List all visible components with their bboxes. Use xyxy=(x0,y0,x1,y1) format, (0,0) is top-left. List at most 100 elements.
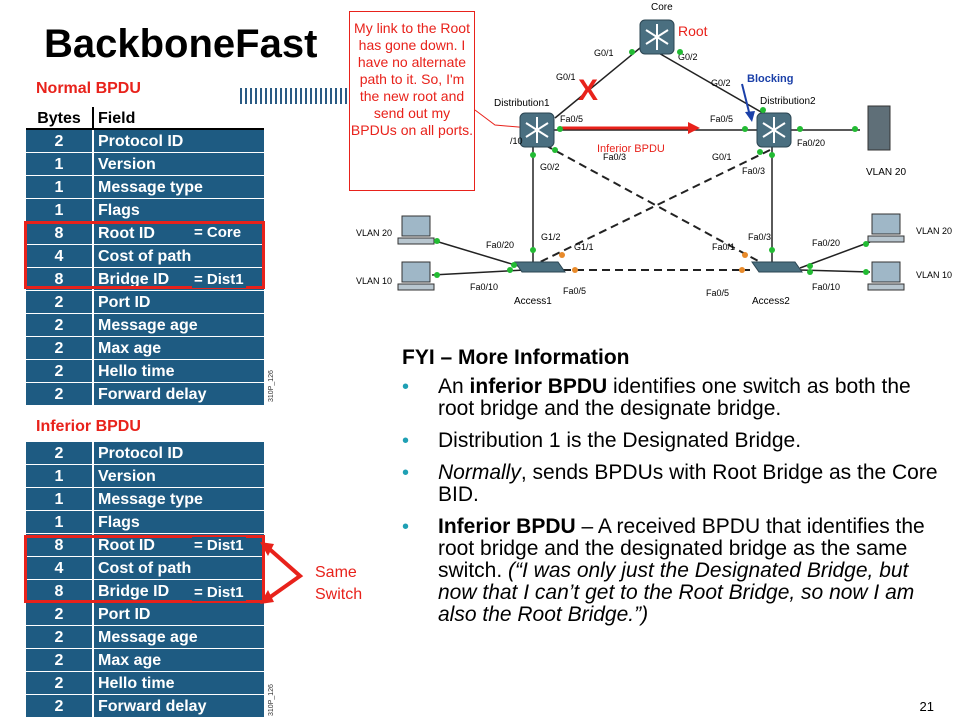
distribution2-glyph xyxy=(762,117,786,143)
bytes-cell: 8 xyxy=(26,534,94,557)
bytes-cell: 1 xyxy=(26,511,94,534)
bytes-cell: 2 xyxy=(26,337,94,360)
port-d2-fa03: Fa0/3 xyxy=(742,166,765,176)
same-switch-line2: Switch xyxy=(315,586,363,603)
port-d1-g02: G0/2 xyxy=(540,162,560,172)
decorative-stripe xyxy=(240,88,356,104)
blocking-text: Blocking xyxy=(747,73,793,85)
field-cell: Flags xyxy=(94,199,264,222)
inferior-bpdu-text: Inferior BPDU xyxy=(597,143,665,155)
port-a2-fa03: Fa0/3 xyxy=(748,232,771,242)
bytes-cell: 8 xyxy=(26,268,94,291)
status-dot xyxy=(797,126,803,132)
field-cell: Forward delay xyxy=(94,383,264,406)
port-a2-fa010: Fa0/10 xyxy=(812,282,840,292)
field-cell: Flags xyxy=(94,511,264,534)
inferior-highlight-box xyxy=(24,535,265,603)
status-dot xyxy=(863,269,869,275)
port-a2-fa01: Fa0/1 xyxy=(712,242,735,252)
bytes-cell: 2 xyxy=(26,603,94,626)
bullet-dot-icon: • xyxy=(402,376,410,398)
blocking-arrowhead xyxy=(745,111,755,122)
distribution1-label: Distribution1 xyxy=(494,98,550,109)
arrowhead-top xyxy=(260,542,274,556)
bullet-dot-icon: • xyxy=(402,462,410,484)
link-dist1-access2 xyxy=(544,144,761,263)
same-switch-line1: Same xyxy=(315,564,357,581)
bytes-cell: 8 xyxy=(26,222,94,245)
pc-base xyxy=(397,237,435,245)
normal-bpdu-label: Normal BPDU xyxy=(36,80,141,97)
field-cell: Message age xyxy=(94,314,264,337)
port-d1-fa05: Fa0/5 xyxy=(560,114,583,124)
blocking-arrow xyxy=(741,83,751,117)
port-d2-g01: G0/1 xyxy=(712,152,732,162)
link-dist2-access1 xyxy=(539,149,771,263)
bytes-cell: 2 xyxy=(26,314,94,337)
bullet-text-segment: An xyxy=(438,375,470,398)
port-d2-fa020: Fa0/20 xyxy=(797,138,825,148)
field-cell: Port ID xyxy=(94,603,264,626)
port-a1-g12: G1/2 xyxy=(541,232,561,242)
status-dot xyxy=(507,267,513,273)
status-dot xyxy=(757,149,763,155)
bullet-text-segment: inferior BPDU xyxy=(469,375,608,398)
same-switch-label: Same Switch xyxy=(315,562,362,606)
status-dot xyxy=(769,247,775,253)
access2-switch-icon xyxy=(751,261,803,273)
bytes-cell: 1 xyxy=(26,488,94,511)
normal-root-note: = Core xyxy=(192,224,244,241)
bytes-cell: 1 xyxy=(26,153,94,176)
same-switch-arrows xyxy=(260,542,304,604)
bullet-dot-icon: • xyxy=(402,516,410,538)
field-cell: Message type xyxy=(94,176,264,199)
bullet-text-segment: Normally xyxy=(438,461,521,484)
link-status-dots xyxy=(434,49,869,278)
status-dot-orange xyxy=(559,252,565,258)
access1-label: Access1 xyxy=(514,296,552,307)
vlan10-right-label: VLAN 10 xyxy=(916,270,952,280)
port-a2-fa020: Fa0/20 xyxy=(812,238,840,248)
fyi-bullet: • An inferior BPDU identifies one switch … xyxy=(402,376,942,420)
same-switch-bracket xyxy=(264,544,304,602)
status-dot-orange xyxy=(739,267,745,273)
core-label: Core xyxy=(651,2,673,13)
port-a1-g11: G1/1 xyxy=(574,242,594,252)
bullet-text-segment: Inferior BPDU xyxy=(438,515,576,538)
status-dot xyxy=(629,49,635,55)
pc-base xyxy=(397,283,435,291)
pc-base xyxy=(867,235,905,243)
bullet-text-segment: identifies one switch as both the root b… xyxy=(438,375,911,420)
callout-pointer xyxy=(474,109,531,129)
status-dot xyxy=(511,262,517,268)
status-dot-orange xyxy=(742,252,748,258)
status-dot xyxy=(530,152,536,158)
pc-vlan20-left xyxy=(397,215,435,245)
field-cell: Version xyxy=(94,153,264,176)
port-d2-fa03-cross: Fa0/3 xyxy=(603,152,626,162)
bytes-cell: 4 xyxy=(26,557,94,580)
bytes-cell: 2 xyxy=(26,291,94,314)
port-core-g01: G0/1 xyxy=(594,48,614,58)
status-dot xyxy=(530,247,536,253)
field-cell: Max age xyxy=(94,337,264,360)
status-dot xyxy=(852,126,858,132)
field-cell: Cost of path xyxy=(94,245,264,268)
field-header: Field xyxy=(94,107,264,130)
bullet-text-segment: Distribution 1 is the Designated Bridge. xyxy=(438,429,802,452)
inferior-root-note: = Dist1 xyxy=(192,537,246,554)
vlan20-right-label: VLAN 20 xyxy=(916,226,952,236)
access1-switch-icon xyxy=(514,261,566,273)
status-dot xyxy=(807,269,813,275)
port-d2-g02: G0/2 xyxy=(711,78,731,88)
inferior-bridge-note: = Dist1 xyxy=(192,584,246,601)
status-dot xyxy=(769,152,775,158)
